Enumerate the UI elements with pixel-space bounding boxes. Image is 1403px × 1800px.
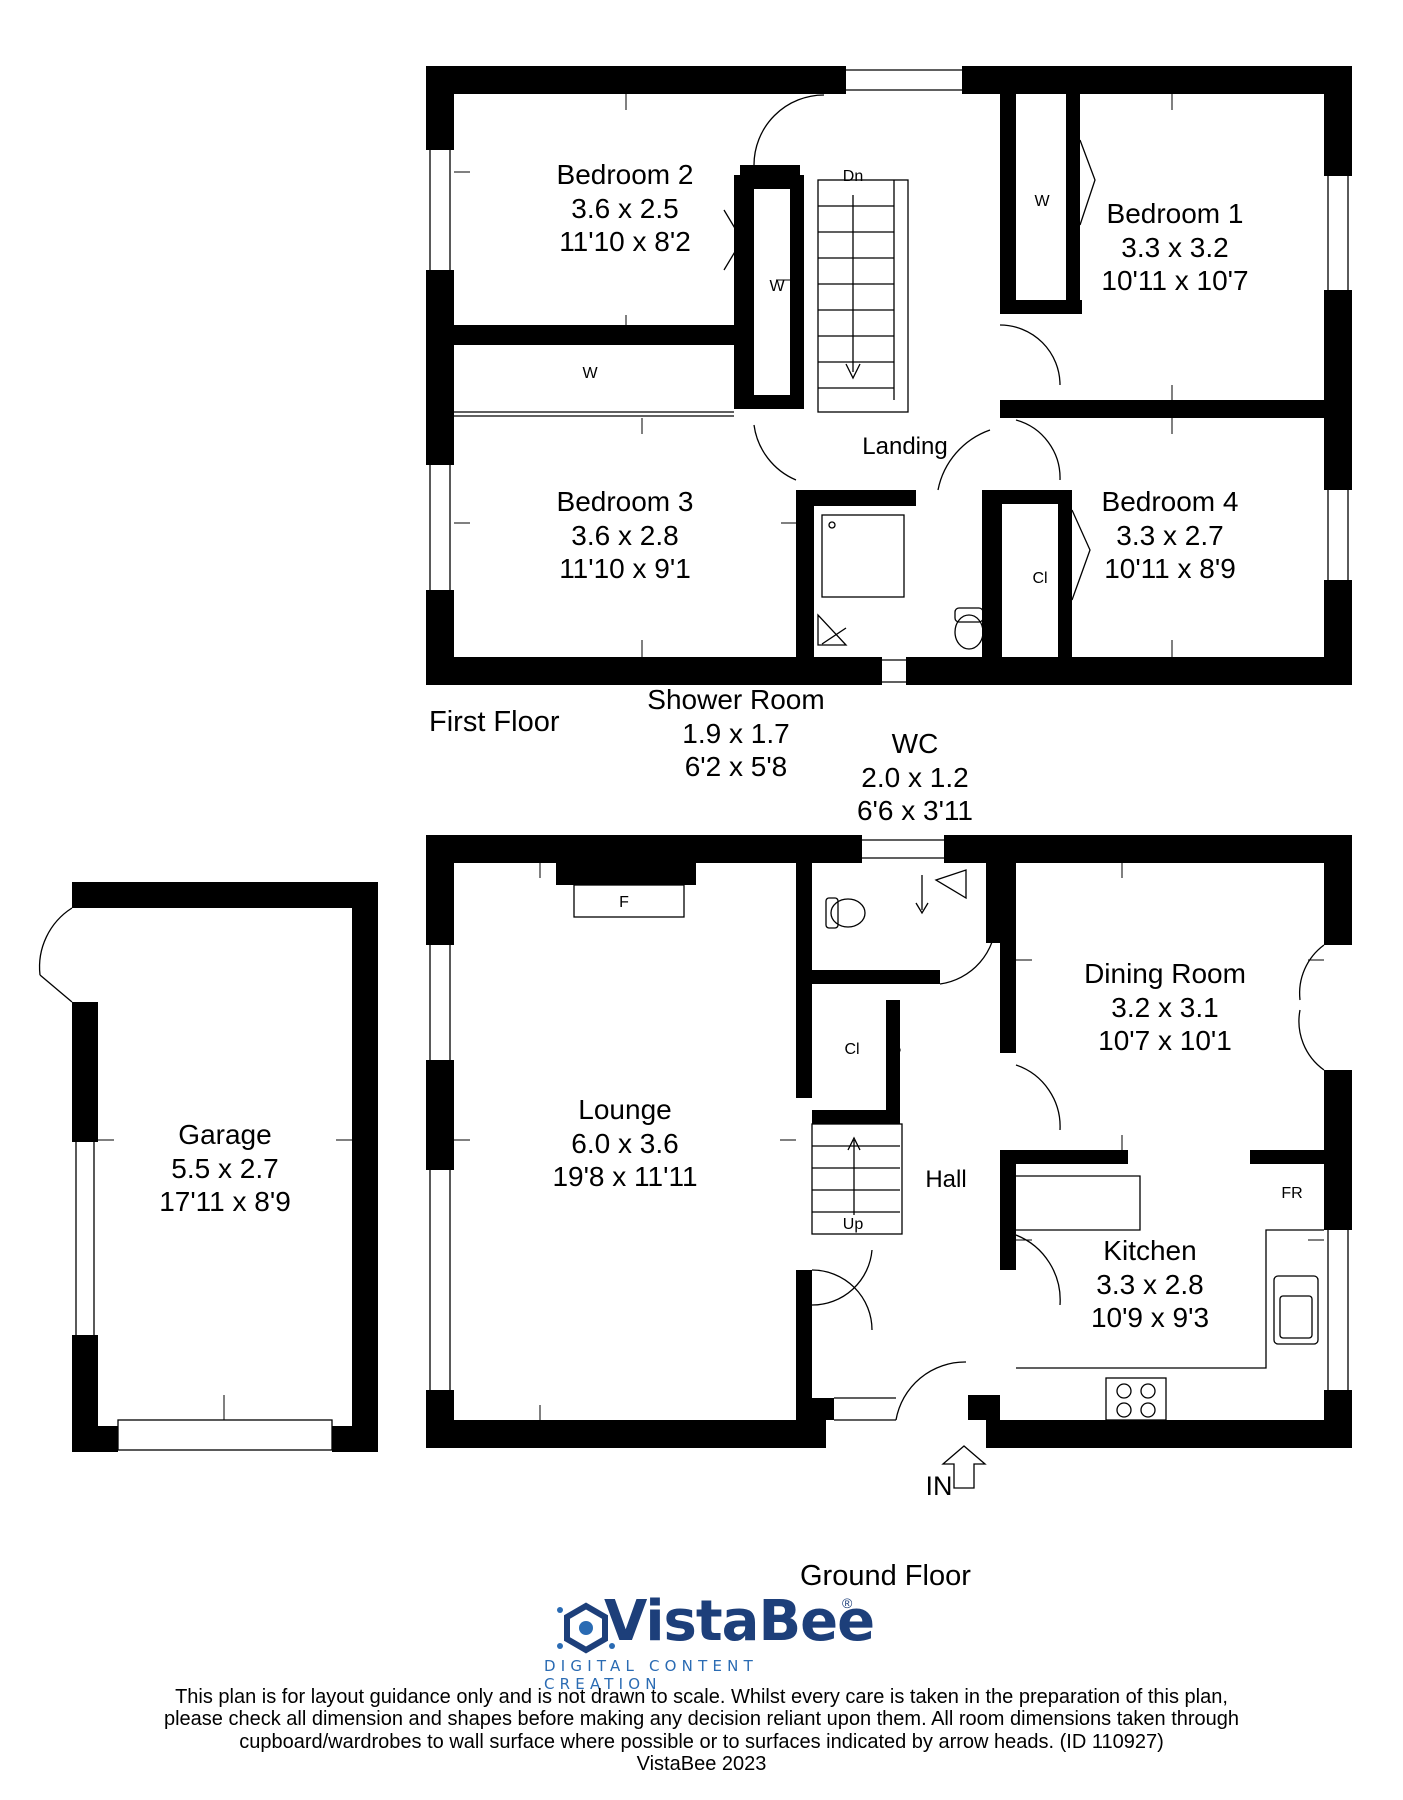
room-metric: 2.0 x 1.2 (861, 761, 969, 793)
disclaimer-line: cupboard/wardrobes to wall surface where… (239, 1730, 1164, 1753)
room-label-landing: Landing (862, 433, 948, 460)
room-label-wc: WC 2.0 x 1.2 6'6 x 3'11 (840, 727, 990, 828)
stairs-up-marker: Up (842, 1216, 864, 1233)
dimension-arrows (98, 94, 1324, 1420)
room-imperial: 10'9 x 9'3 (1090, 1302, 1210, 1334)
room-name: WC (891, 728, 939, 759)
room-name: Bedroom 2 (556, 159, 694, 190)
first-floor-walls (426, 66, 1352, 685)
room-label-dining-room: Dining Room 3.2 x 3.1 10'7 x 10'1 (1050, 957, 1280, 1058)
room-label-bedroom-3: Bedroom 3 3.6 x 2.8 11'10 x 9'1 (520, 485, 730, 586)
room-imperial: 11'10 x 8'2 (559, 226, 691, 258)
logo-wordmark: VistaBee (604, 1589, 875, 1654)
room-imperial: 10'11 x 10'7 (1101, 265, 1249, 297)
vistabee-logo: VistaBee ® DIGITAL CONTENT CREATION (540, 1589, 875, 1693)
logo-registered-mark: ® (842, 1595, 853, 1611)
disclaimer-line: please check all dimension and shapes be… (163, 1708, 1240, 1731)
fireplace-marker: F (619, 894, 629, 911)
room-metric: 3.3 x 3.2 (1121, 231, 1229, 263)
wardrobe-marker: W (582, 365, 598, 382)
room-name: Bedroom 1 (1106, 198, 1244, 229)
room-name: Garage (178, 1119, 272, 1150)
logo-hexagon-icon (557, 1602, 615, 1654)
room-metric: 3.6 x 2.8 (571, 519, 679, 551)
room-label-kitchen: Kitchen 3.3 x 2.8 10'9 x 9'3 (1050, 1234, 1250, 1335)
stairs-down-marker: Dn (842, 168, 864, 185)
entrance-marker: IN (925, 1471, 953, 1501)
room-name: Lounge (578, 1094, 672, 1125)
room-imperial: 10'11 x 8'9 (1104, 553, 1236, 585)
room-label-bedroom-1: Bedroom 1 3.3 x 3.2 10'11 x 10'7 (1070, 197, 1280, 298)
room-name: Shower Room (647, 684, 825, 715)
room-metric: 1.9 x 1.7 (682, 717, 790, 749)
room-name: Dining Room (1084, 958, 1246, 989)
room-label-bedroom-2: Bedroom 2 3.6 x 2.5 11'10 x 8'2 (520, 158, 730, 259)
room-imperial: 19'8 x 11'11 (552, 1161, 698, 1193)
cupboard-marker: Cl (844, 1041, 860, 1058)
ground-floor-walls (426, 835, 1352, 1448)
floor-title-first: First Floor (429, 706, 560, 738)
room-label-hall: Hall (925, 1166, 967, 1193)
room-imperial: 6'6 x 3'11 (856, 795, 974, 827)
wardrobe-marker: W (769, 278, 785, 295)
room-label-garage: Garage 5.5 x 2.7 17'11 x 8'9 (120, 1118, 330, 1219)
room-label-lounge: Lounge 6.0 x 3.6 19'8 x 11'11 (515, 1093, 735, 1194)
room-metric: 6.0 x 3.6 (571, 1127, 679, 1159)
garage-walls (72, 882, 378, 1452)
room-imperial: 10'7 x 10'1 (1098, 1025, 1232, 1057)
room-name: Kitchen (1103, 1235, 1197, 1266)
disclaimer-line: This plan is for layout guidance only an… (175, 1686, 1228, 1708)
room-name: Bedroom 4 (1101, 486, 1239, 517)
room-metric: 3.2 x 3.1 (1111, 991, 1219, 1023)
wardrobe-marker: W (1034, 193, 1050, 210)
room-imperial: 6'2 x 5'8 (684, 751, 788, 783)
logo-tagline: DIGITAL CONTENT CREATION (544, 1657, 758, 1693)
room-metric: 3.3 x 2.8 (1096, 1268, 1204, 1300)
plan-details (38, 69, 1349, 1489)
floor-title-ground: Ground Floor (800, 1560, 971, 1592)
room-imperial: 11'10 x 9'1 (559, 553, 691, 585)
room-imperial: 17'11 x 8'9 (159, 1186, 291, 1218)
room-name: Bedroom 3 (556, 486, 694, 517)
disclaimer-line: VistaBee 2023 (636, 1753, 767, 1776)
room-metric: 3.6 x 2.5 (571, 192, 679, 224)
disclaimer-text: This plan is for layout guidance only an… (100, 1686, 1303, 1776)
room-metric: 5.5 x 2.7 (171, 1152, 279, 1184)
room-label-shower-room: Shower Room 1.9 x 1.7 6'2 x 5'8 (626, 683, 846, 784)
cupboard-marker: Cl (1032, 570, 1048, 587)
room-metric: 3.3 x 2.7 (1116, 519, 1224, 551)
room-label-bedroom-4: Bedroom 4 3.3 x 2.7 10'11 x 8'9 (1065, 485, 1275, 586)
fridge-marker: FR (1281, 1185, 1303, 1202)
